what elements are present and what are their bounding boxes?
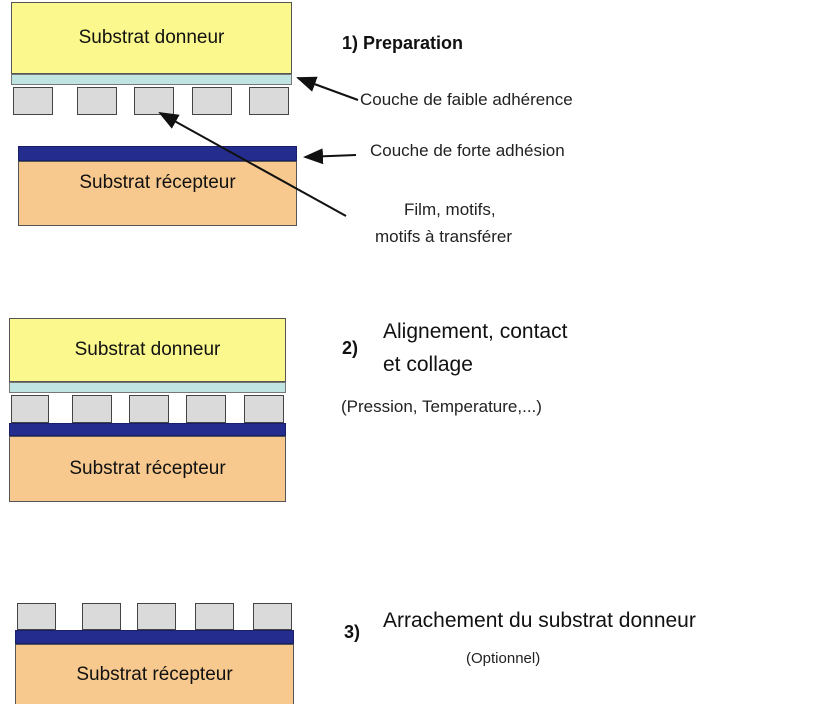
step1-title: 1) Preparation [342, 33, 464, 53]
weak-adhesion-label: Couche de faible adhérence [360, 90, 573, 109]
step2-motif-3 [129, 395, 169, 423]
step2-title-line2: et collage [383, 353, 473, 376]
film-label-line2: motifs à transférer [375, 227, 512, 246]
step1-motif-3 [134, 87, 174, 115]
step3-receiver-substrate: Substrat récepteur [15, 644, 294, 704]
step2-receiver-label: Substrat récepteur [69, 458, 226, 479]
step1-receiver-substrate: Substrat récepteur [18, 161, 297, 226]
step3-motif-4 [195, 603, 234, 630]
step3-title: Arrachement du substrat donneur [383, 609, 696, 632]
step2-donor-label: Substrat donneur [74, 339, 221, 360]
step3-motif-2 [82, 603, 121, 630]
step3-motif-1 [17, 603, 56, 630]
step1-donor-substrate: Substrat donneur [11, 2, 292, 74]
step2-motif-4 [186, 395, 226, 423]
step2-title-line1: Alignement, contact [383, 320, 568, 343]
step2-receiver-substrate: Substrat récepteur [9, 436, 286, 502]
step3-number: 3) [344, 622, 361, 642]
weak-layer-arrow [296, 76, 359, 101]
step2-subtitle: (Pression, Temperature,...) [341, 397, 542, 416]
step3-strong-adhesion-layer [15, 630, 294, 644]
step1-receiver-label: Substrat récepteur [79, 172, 236, 193]
step2-motif-1 [11, 395, 49, 423]
step1-motif-5 [249, 87, 289, 115]
step2-motif-5 [244, 395, 284, 423]
step2-number: 2) [342, 338, 359, 358]
film-arrow [158, 112, 347, 217]
strong-adhesion-label: Couche de forte adhésion [370, 141, 565, 160]
step3-receiver-label: Substrat récepteur [76, 663, 233, 685]
step3-motif-3 [137, 603, 176, 630]
step2-motif-2 [72, 395, 112, 423]
step1-motif-2 [77, 87, 117, 115]
step2-donor-substrate: Substrat donneur [9, 318, 286, 382]
step3-subtitle: (Optionnel) [466, 650, 541, 667]
strong-layer-arrow [303, 148, 357, 165]
step2-weak-adhesion-layer [9, 382, 286, 393]
step2-strong-adhesion-layer [9, 423, 286, 436]
step1-weak-adhesion-layer [11, 74, 292, 85]
step1-motif-4 [192, 87, 232, 115]
step1-motif-1 [13, 87, 53, 115]
step3-motif-5 [253, 603, 292, 630]
film-label-line1: Film, motifs, [404, 200, 496, 219]
step1-donor-label: Substrat donneur [78, 27, 225, 48]
